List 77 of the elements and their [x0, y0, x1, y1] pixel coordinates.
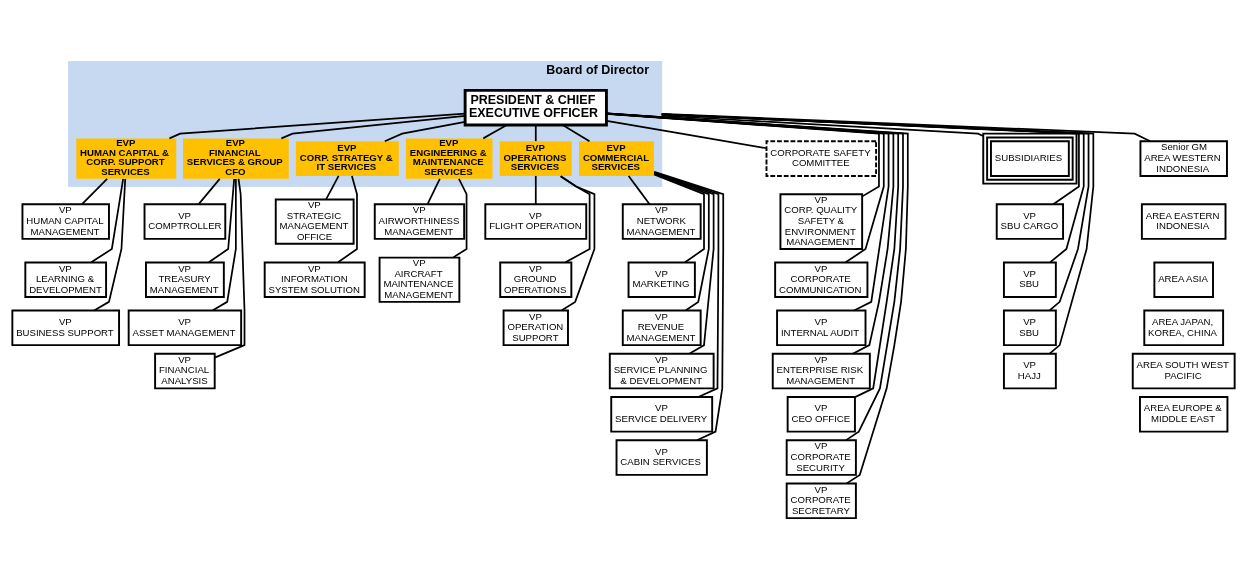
connector: [452, 178, 468, 259]
node-box: VP HUMAN CAPITAL MANAGEMENT: [21, 203, 110, 240]
node-box: EVP HUMAN CAPITAL & CORP. SUPPORT SERVICES: [76, 138, 177, 179]
node-box: AREA EASTERN INDONESIA: [1140, 203, 1227, 240]
node-box: VP COMPTROLLER: [143, 203, 227, 240]
node-box: EVP ENGINEERING & MAINTENANCE SERVICES: [406, 138, 493, 179]
node-box: VP STRATEGIC MANAGEMENT OFFICE: [274, 198, 355, 245]
connector: [383, 121, 466, 143]
node-box: VP INTERNAL AUDIT: [776, 309, 867, 347]
node-box: VP SBU: [1003, 309, 1057, 347]
node-box: VP CORPORATE COMMUNICATION: [774, 261, 869, 298]
node-box: VP AIRWORTHINESS MANAGEMENT: [373, 203, 466, 240]
connector: [168, 112, 466, 140]
connector: [660, 113, 1152, 143]
node-box: VP SERVICE PLANNING & DEVELOPMENT: [608, 352, 715, 390]
connector: [213, 178, 246, 359]
node-box: VP AIRCRAFT MAINTENANCE MANAGEMENT: [378, 256, 461, 303]
node-box: VP NETWORK MANAGEMENT: [621, 203, 702, 240]
node-box: PRESIDENT & CHIEF EXECUTIVE OFFICER: [463, 88, 608, 127]
node-box: CORPORATE SAFETY COMMITTEE: [765, 140, 878, 177]
connector: [337, 175, 358, 264]
connector: [605, 112, 890, 312]
connector: [653, 170, 725, 442]
connector: [605, 112, 885, 264]
connector: [653, 171, 720, 398]
connector: [660, 113, 1085, 263]
node-box: VP SBU CARGO: [995, 203, 1064, 240]
node-box: VP REVENUE MANAGEMENT: [621, 309, 702, 347]
connector: [534, 175, 537, 206]
node-box: VP FLIGHT OPERATION: [484, 203, 588, 240]
node-box: VP CORP. QUALITY SAFETY & ENVIRONMENT MANAGEMENT: [779, 193, 864, 250]
node-box: EVP CORP. STRATEGY & IT SERVICES: [295, 141, 399, 176]
node-box: AREA ASIA: [1153, 261, 1214, 298]
connector: [653, 172, 710, 312]
node-box: VP TREASURY MANAGEMENT: [145, 261, 225, 298]
connector: [562, 124, 591, 143]
node-box: Senior GM AREA WESTERN INDONESIA: [1139, 140, 1228, 177]
node-box: VP BUSINESS SUPPORT: [11, 309, 120, 347]
node-box: VP CEO OFFICE: [786, 396, 856, 433]
node-box: AREA SOUTH WEST PACIFIC: [1131, 352, 1236, 390]
node-box: VP CORPORATE SECRETARY: [785, 482, 857, 520]
connector: [606, 112, 895, 355]
node-box: VP ENTERPRISE RISK MANAGEMENT: [771, 352, 871, 390]
connector: [207, 178, 236, 264]
node-box: SUBSIDIARIES: [982, 132, 1078, 185]
connector: [426, 178, 441, 205]
node-box: VP MARKETING: [627, 261, 696, 298]
node-box: VP GROUND OPERATIONS: [499, 261, 573, 298]
node-box: VP LEARNING & DEVELOPMENT: [24, 261, 108, 298]
node-box: VP CABIN SERVICES: [615, 439, 708, 476]
connector: [325, 175, 340, 201]
node-box: EVP COMMERCIAL SERVICES: [579, 141, 654, 176]
connector: [280, 115, 466, 140]
node-box: VP SERVICE DELIVERY: [610, 396, 714, 433]
connector: [559, 175, 596, 312]
node-box: VP CORPORATE SECURITY: [785, 439, 857, 476]
connector: [482, 124, 508, 140]
node-box: AREA EUROPE & MIDDLE EAST: [1139, 396, 1229, 433]
node-box: VP OPERATION SUPPORT: [502, 309, 569, 347]
node-box: AREA JAPAN, KOREA, CHINA: [1143, 309, 1225, 347]
node-box: VP FINANCIAL ANALYSIS: [154, 352, 216, 390]
connector: [534, 124, 537, 142]
node-box: VP SBU: [1003, 261, 1057, 298]
connector: [605, 119, 768, 150]
connector: [660, 113, 1090, 312]
node-box: EVP OPERATIONS SERVICES: [499, 141, 572, 176]
connector: [653, 173, 705, 264]
node-box: EVP FINANCIAL SERVICES & GROUP CFO: [183, 138, 289, 179]
connector: [660, 114, 984, 137]
connector: [627, 175, 651, 206]
connector: [660, 113, 1080, 206]
node-box: VP HAJJ: [1003, 352, 1057, 390]
node-box: VP ASSET MANAGEMENT: [127, 309, 243, 347]
connector: [197, 178, 221, 205]
node-box: VP INFORMATION SYSTEM SOLUTION: [263, 261, 366, 298]
connector: [660, 113, 1095, 355]
connector: [90, 178, 124, 264]
